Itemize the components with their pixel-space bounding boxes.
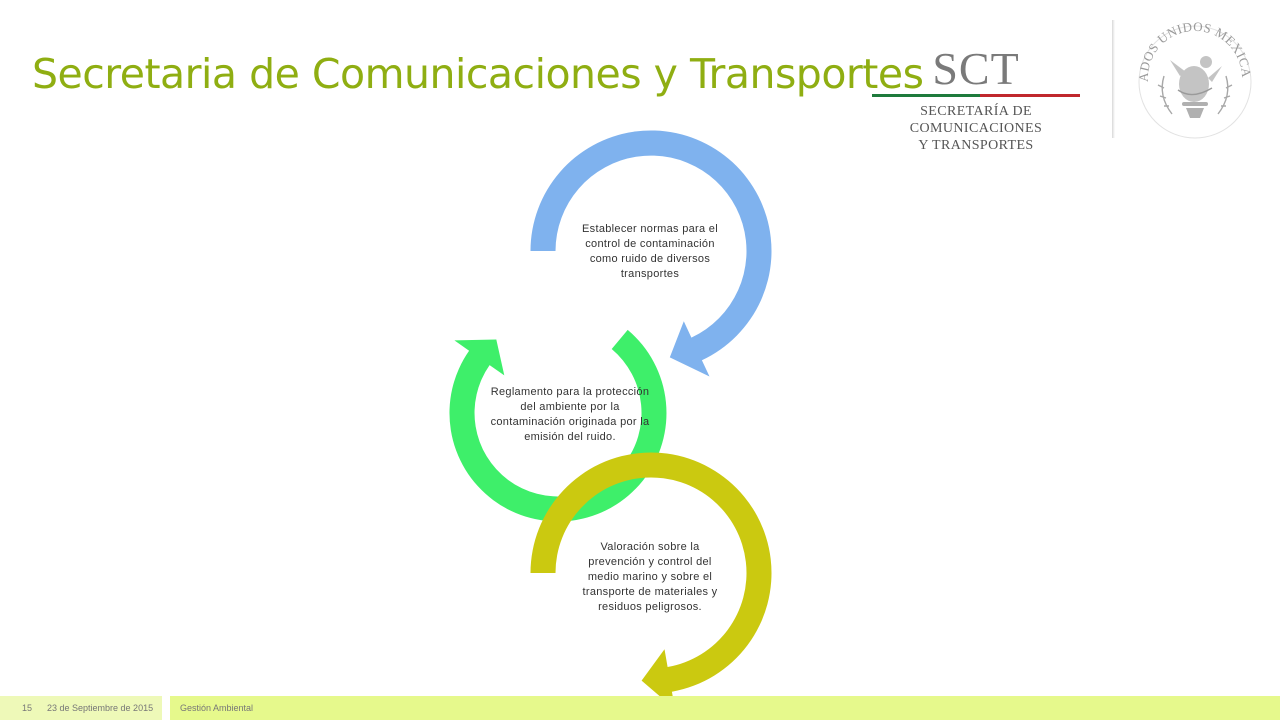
- sct-name-line-3: Y TRANSPORTES: [918, 138, 1034, 153]
- footer-topic: Gestión Ambiental: [180, 703, 254, 713]
- cycle-step-1-text: Establecer normas para el control de con…: [582, 223, 718, 280]
- footer-date: 23 de Septiembre de 2015: [47, 703, 154, 713]
- sct-name-line-1: SECRETARÍA DE: [920, 104, 1032, 119]
- logo-divider: [1112, 20, 1115, 138]
- footer-separator: [162, 696, 170, 720]
- national-seal-icon: ESTADOS UNIDOS MEXICANOS: [1134, 16, 1254, 139]
- footer-bar: [0, 696, 1280, 720]
- cycle-ring-2: [449, 329, 667, 522]
- sct-name-line-2: COMUNICACIONES: [909, 121, 1043, 136]
- slide-title: Secretaria de Comunicaciones y Transport…: [32, 50, 924, 98]
- logo-rule-green: [872, 94, 980, 97]
- footer-page-number: 15: [22, 703, 33, 713]
- cycle-rings: [449, 130, 772, 710]
- sct-logo: SCT SECRETARÍA DE COMUNICACIONES Y TRANS…: [868, 40, 1084, 160]
- logo-rule-red: [980, 94, 1080, 97]
- cycle-step-3-text: Valoración sobre la prevención y control…: [582, 541, 718, 613]
- footer-bar-left: [0, 696, 162, 720]
- sct-abbreviation: SCT: [932, 43, 1020, 94]
- cycle-step-2-text: Reglamento para la protección del ambien…: [490, 386, 650, 443]
